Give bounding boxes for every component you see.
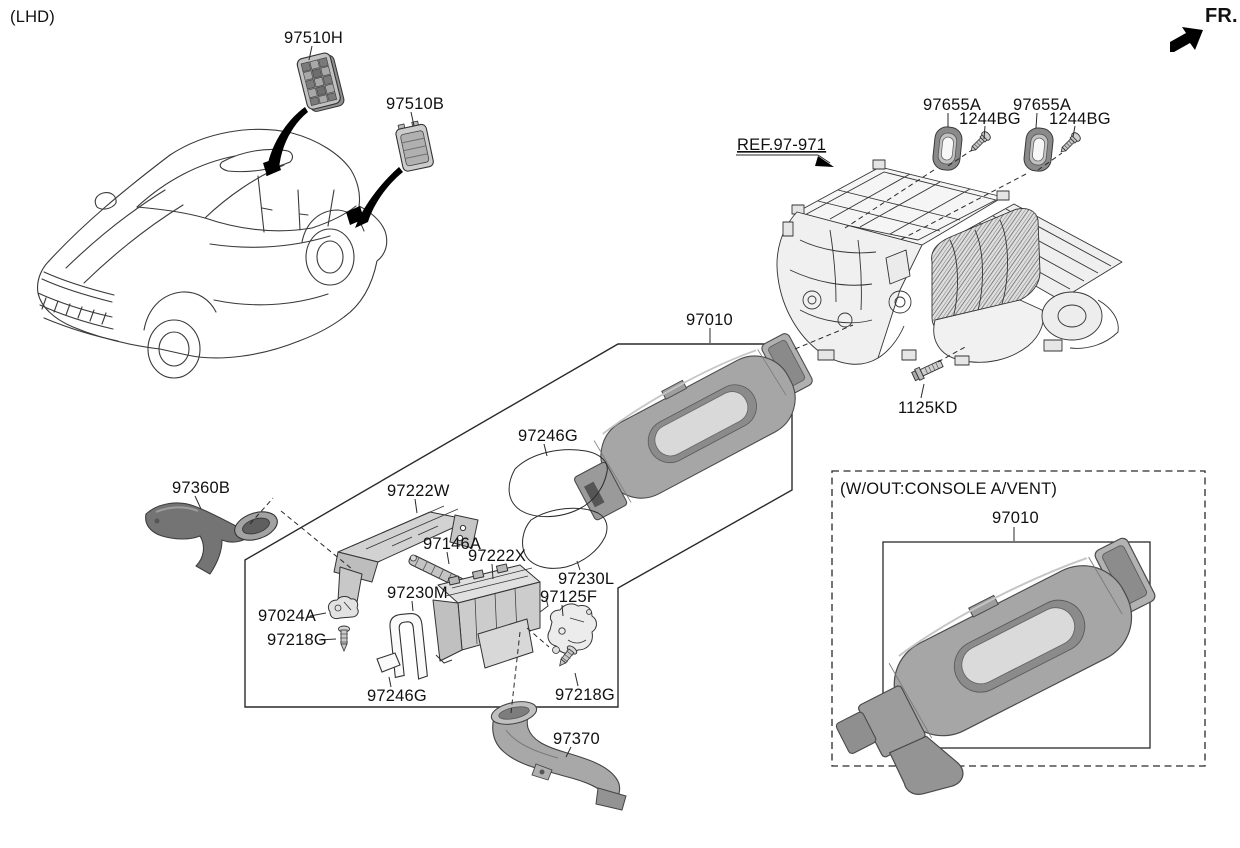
assembly-dashed-lines bbox=[249, 149, 1063, 714]
center-floor-duct-main bbox=[574, 333, 813, 521]
part-label-97125f: 97125F bbox=[540, 588, 597, 606]
leader-lines bbox=[194, 45, 1076, 758]
roof-vent-pointer-swoosh bbox=[266, 107, 308, 176]
part-label-97370: 97370 bbox=[553, 730, 600, 748]
part-label-1244bg-1: 1244BG bbox=[959, 110, 1021, 128]
tapping-screw-2 bbox=[1060, 132, 1081, 153]
part-label-97360b: 97360B bbox=[172, 479, 230, 497]
rear-vent-pointer-swoosh bbox=[355, 167, 403, 228]
part-label-1125kd: 1125KD bbox=[898, 399, 958, 417]
part-label-97655a-2: 97655A bbox=[1013, 96, 1071, 114]
rear-vent-part bbox=[395, 120, 434, 172]
part-label-97010-main: 97010 bbox=[686, 311, 733, 329]
part-label-97230l: 97230L bbox=[558, 570, 614, 588]
part-label-97246g-top: 97246G bbox=[518, 427, 578, 445]
vehicle-illustration bbox=[37, 128, 388, 379]
part-label-97218g-right: 97218G bbox=[555, 686, 615, 704]
center-distribution-duct bbox=[432, 563, 549, 669]
inset-dashed-frame bbox=[831, 470, 1206, 767]
center-floor-duct-inset bbox=[835, 537, 1156, 795]
mounting-gasket-2 bbox=[1023, 127, 1054, 172]
part-label-97010-inset: 97010 bbox=[992, 509, 1039, 527]
part-label-97510h: 97510H bbox=[284, 29, 343, 47]
part-label-97218g-left: 97218G bbox=[267, 631, 327, 649]
part-label-97230m: 97230M bbox=[387, 584, 448, 602]
u-shaped-seal bbox=[389, 612, 428, 680]
seal-strip bbox=[376, 652, 401, 673]
rear-heating-duct bbox=[490, 701, 627, 811]
screw-left bbox=[338, 625, 350, 653]
inset-part-box bbox=[882, 541, 1151, 749]
mounting-gasket-1 bbox=[932, 126, 963, 171]
front-direction-arrow-icon bbox=[1170, 27, 1203, 52]
hvac-unit-illustration bbox=[776, 159, 1123, 366]
side-air-duct bbox=[145, 502, 278, 575]
screw-right bbox=[559, 645, 578, 667]
duct-clamp bbox=[327, 596, 359, 620]
reference-label: REF.97-971 bbox=[737, 136, 826, 154]
roof-vent-part bbox=[296, 52, 345, 112]
main-assembly-box bbox=[244, 343, 793, 708]
part-label-97146a: 97146A bbox=[423, 535, 481, 553]
drive-config-label: (LHD) bbox=[10, 8, 55, 26]
part-label-97510b: 97510B bbox=[386, 95, 444, 113]
part-label-97655a-1: 97655A bbox=[923, 96, 981, 114]
hvac-mount-bolt bbox=[911, 359, 944, 382]
front-direction-label: FR. bbox=[1205, 5, 1238, 27]
part-label-97024a: 97024A bbox=[258, 607, 316, 625]
part-label-97246g-bottom: 97246G bbox=[367, 687, 427, 705]
noise-pad-lower bbox=[522, 507, 608, 569]
mode-actuator bbox=[547, 603, 597, 654]
part-label-97222x: 97222X bbox=[468, 547, 526, 565]
part-label-1244bg-2: 1244BG bbox=[1049, 110, 1111, 128]
noise-pad-top bbox=[508, 449, 608, 518]
part-label-97222w: 97222W bbox=[387, 482, 450, 500]
inset-title: (W/OUT:CONSOLE A/VENT) bbox=[840, 480, 1057, 498]
